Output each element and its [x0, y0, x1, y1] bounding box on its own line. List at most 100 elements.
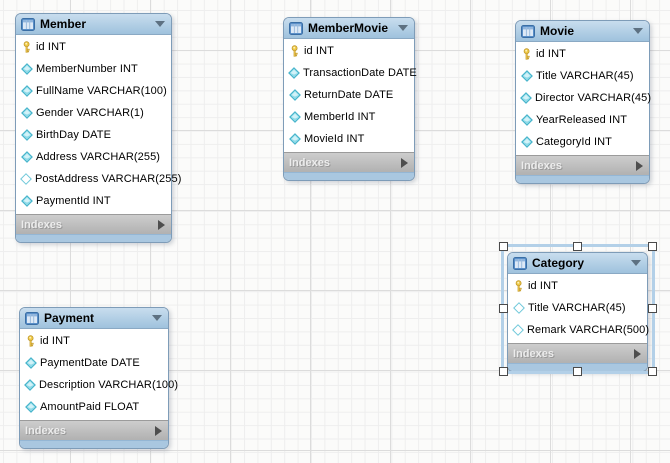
diamond-hollow-icon	[512, 324, 524, 336]
db-table-category[interactable]: Category id INT Title VARCHAR(45)	[499, 242, 657, 376]
chevron-down-icon[interactable]	[633, 28, 643, 34]
selection-handle[interactable]	[648, 304, 657, 313]
column-row[interactable]: PaymentDate DATE	[20, 352, 168, 374]
column-row[interactable]: id INT	[20, 330, 168, 352]
diamond-icon	[288, 111, 301, 123]
indexes-section[interactable]: Indexes	[20, 420, 168, 440]
selection-handle[interactable]	[499, 242, 508, 251]
column-row[interactable]: MemberId INT	[284, 106, 414, 128]
indexes-label: Indexes	[21, 218, 62, 231]
table-title: Payment	[44, 311, 95, 325]
column-row[interactable]: YearReleased INT	[516, 109, 649, 131]
column-label: id INT	[536, 48, 566, 60]
column-row[interactable]: MovieId INT	[284, 128, 414, 150]
selection-handle[interactable]	[499, 304, 508, 313]
db-table-member[interactable]: Member id INT MemberNumber INT	[15, 13, 181, 243]
column-label: CategoryId INT	[536, 136, 612, 148]
key-icon	[520, 48, 533, 60]
db-table-membermovie[interactable]: MemberMovie id INT TransactionDate DATE	[283, 17, 417, 181]
diamond-icon	[520, 92, 532, 104]
column-row[interactable]: Director VARCHAR(45)	[516, 87, 651, 109]
table-bottom-strip	[508, 363, 647, 371]
diamond-icon	[520, 136, 533, 148]
arrow-right-icon[interactable]	[634, 348, 641, 359]
column-label: Title VARCHAR(45)	[528, 302, 626, 314]
table-columns: id INT Title VARCHAR(45) Director VARCHA…	[516, 42, 651, 155]
column-label: MemberNumber INT	[36, 63, 138, 75]
column-row[interactable]: id INT	[508, 275, 647, 297]
diamond-icon	[20, 107, 33, 119]
diamond-icon	[24, 357, 37, 369]
table-icon	[25, 311, 39, 325]
table-header[interactable]: Payment	[20, 308, 168, 329]
indexes-section[interactable]: Indexes	[16, 214, 171, 234]
chevron-down-icon[interactable]	[155, 21, 165, 27]
column-row[interactable]: Title VARCHAR(45)	[516, 65, 649, 87]
column-row[interactable]: Address VARCHAR(255)	[16, 146, 171, 168]
column-row[interactable]: id INT	[284, 40, 414, 62]
db-table-movie[interactable]: Movie id INT Title VARCHAR(45)	[515, 20, 651, 184]
column-row[interactable]: Description VARCHAR(100)	[20, 374, 178, 396]
chevron-down-icon[interactable]	[152, 315, 162, 321]
key-icon	[512, 280, 525, 292]
column-label: id INT	[40, 335, 70, 347]
column-row[interactable]: Title VARCHAR(45)	[508, 297, 647, 319]
arrow-right-icon[interactable]	[155, 425, 162, 436]
column-row[interactable]: AmountPaid FLOAT	[20, 396, 168, 418]
column-row[interactable]: BirthDay DATE	[16, 124, 171, 146]
indexes-section[interactable]: Indexes	[508, 343, 647, 363]
column-label: PaymentId INT	[36, 195, 111, 207]
arrow-right-icon[interactable]	[401, 157, 408, 168]
diamond-hollow-icon	[20, 173, 32, 185]
diamond-icon	[288, 89, 301, 101]
column-row[interactable]: ReturnDate DATE	[284, 84, 414, 106]
db-table-payment[interactable]: Payment id INT PaymentDate DATE	[19, 307, 178, 449]
indexes-section[interactable]: Indexes	[284, 152, 414, 172]
arrow-right-icon[interactable]	[636, 160, 643, 171]
column-row[interactable]: TransactionDate DATE	[284, 62, 417, 84]
table-header[interactable]: Member	[16, 14, 171, 35]
table-icon	[513, 256, 527, 270]
selection-handle[interactable]	[648, 242, 657, 251]
chevron-down-icon[interactable]	[398, 25, 408, 31]
column-row[interactable]: CategoryId INT	[516, 131, 649, 153]
diamond-icon	[288, 67, 300, 79]
diamond-icon	[20, 63, 33, 75]
column-row[interactable]: MemberNumber INT	[16, 58, 171, 80]
table-columns: id INT MemberNumber INT FullName VARCHAR…	[16, 35, 181, 214]
column-label: TransactionDate DATE	[303, 67, 417, 79]
table-header[interactable]: MemberMovie	[284, 18, 414, 39]
table-header[interactable]: Category	[508, 253, 647, 274]
diamond-icon	[24, 401, 37, 413]
indexes-section[interactable]: Indexes	[516, 155, 649, 175]
table-bottom-strip	[16, 234, 171, 242]
selection-handle[interactable]	[648, 367, 657, 376]
diamond-icon	[24, 379, 36, 391]
table-header[interactable]: Movie	[516, 21, 649, 42]
column-row[interactable]: id INT	[16, 36, 171, 58]
column-row[interactable]: Gender VARCHAR(1)	[16, 102, 171, 124]
arrow-right-icon[interactable]	[158, 219, 165, 230]
column-row[interactable]: Remark VARCHAR(500)	[508, 319, 650, 341]
column-label: MovieId INT	[304, 133, 365, 145]
selection-handle[interactable]	[573, 242, 582, 251]
table-columns: id INT Title VARCHAR(45) Remark VARCHAR(…	[508, 274, 650, 343]
indexes-label: Indexes	[289, 156, 330, 169]
table-title: Member	[40, 17, 87, 31]
column-label: id INT	[36, 41, 66, 53]
table-icon	[521, 24, 535, 38]
column-label: PostAddress VARCHAR(255)	[35, 173, 182, 185]
column-label: id INT	[304, 45, 334, 57]
selection-handle[interactable]	[499, 367, 508, 376]
column-label: Remark VARCHAR(500)	[527, 324, 650, 336]
table-title: MemberMovie	[308, 21, 389, 35]
diamond-icon	[20, 129, 33, 141]
chevron-down-icon[interactable]	[631, 260, 641, 266]
column-row[interactable]: PaymentId INT	[16, 190, 171, 212]
column-row[interactable]: PostAddress VARCHAR(255)	[16, 168, 181, 190]
column-label: id INT	[528, 280, 558, 292]
column-row[interactable]: id INT	[516, 43, 649, 65]
column-label: Title VARCHAR(45)	[536, 70, 634, 82]
column-row[interactable]: FullName VARCHAR(100)	[16, 80, 171, 102]
